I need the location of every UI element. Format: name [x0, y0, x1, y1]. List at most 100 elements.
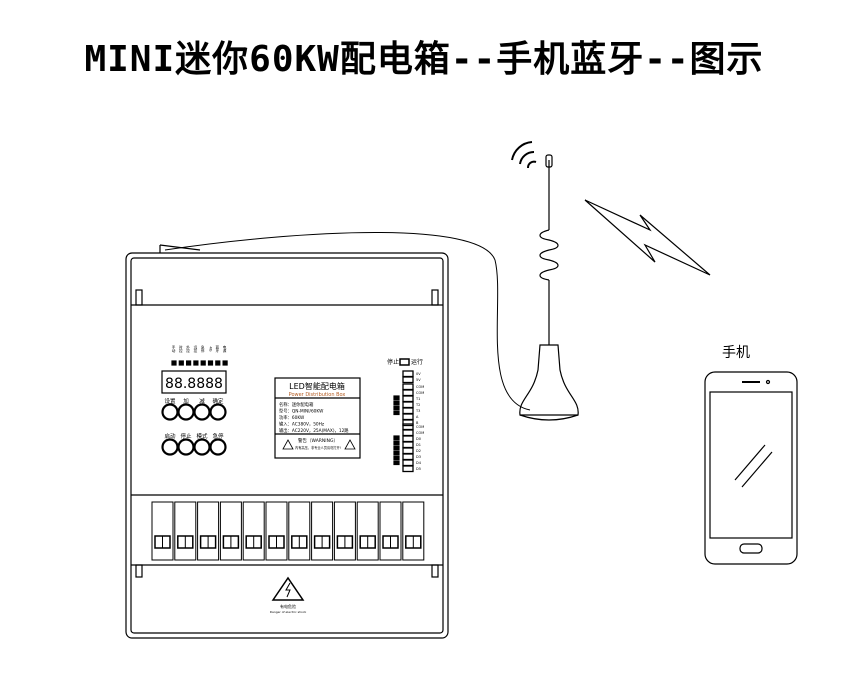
warning-text: 内有高压，非专业人员请勿打开!: [295, 445, 341, 450]
circuit-breakers: [151, 501, 425, 561]
terminal-label: A: [416, 415, 419, 419]
button-label: 启动: [164, 432, 176, 440]
antenna: [519, 154, 579, 421]
terminal-slot: [402, 395, 414, 403]
terminal-slot: [402, 389, 414, 397]
distribution-box: [125, 244, 449, 639]
led-label: 时控: [178, 345, 183, 354]
led-label: 电源: [222, 345, 227, 354]
terminal-label: 5V: [416, 378, 421, 382]
warning-title: 警告（WARNING）: [298, 437, 338, 444]
button-label: 停止: [180, 432, 192, 440]
terminal-slot: [402, 459, 414, 467]
nameplate-line: 输入：AC380V，50Hz: [279, 421, 325, 428]
terminal-slot: [402, 429, 414, 437]
page-title: MINI迷你60KW配电箱--手机蓝牙--图示: [84, 39, 764, 80]
terminal-slot: [402, 447, 414, 455]
panel-button[interactable]: [193, 403, 211, 421]
button-label: 减: [199, 397, 205, 405]
nameplate-line: 功率：60KW: [279, 414, 305, 421]
panel-button[interactable]: [209, 403, 227, 421]
panel-button[interactable]: [177, 438, 195, 456]
panel-button[interactable]: [161, 403, 179, 421]
connector-pin: [393, 435, 400, 441]
breaker: [197, 501, 220, 561]
connector-pin: [393, 450, 400, 456]
led-label: 手动: [171, 345, 176, 354]
led-indicator: [186, 360, 192, 366]
nameplate-line: 型号：QN-MINI/60KW: [279, 408, 324, 415]
breaker: [174, 501, 197, 561]
terminal-slot: [402, 370, 414, 378]
nameplate-line: 名称：迷你配电箱: [279, 401, 314, 408]
terminal-slot: [402, 435, 414, 443]
terminal-label: D1: [416, 443, 421, 447]
hazard-en: Danger of electric shock: [270, 610, 307, 614]
breaker: [242, 501, 265, 561]
connector-pin: [393, 400, 400, 406]
display-value: 88.8888: [165, 376, 223, 392]
breaker: [219, 501, 242, 561]
led-indicator: [207, 360, 214, 366]
digital-display: [161, 370, 227, 394]
connector-pin: [393, 410, 400, 416]
nameplate-title: LED智能配电箱: [289, 381, 345, 391]
panel-button[interactable]: [177, 403, 195, 421]
terminal-label: D5: [416, 467, 421, 471]
hazard-icon: [271, 576, 305, 601]
terminal-label: COM: [416, 431, 424, 435]
nameplate-line: 输出：AC220V，25A(MAX)，12路: [279, 427, 349, 434]
cable: [164, 232, 531, 411]
panel-button[interactable]: [209, 438, 227, 456]
hazard-cn: 有电危险: [280, 603, 296, 609]
terminal-label: T3: [415, 409, 420, 413]
terminal-slot: [402, 407, 414, 415]
terminal-label: COM: [416, 425, 424, 429]
terminal-label: D0: [416, 437, 421, 441]
button-label: 确定: [212, 397, 224, 405]
connector-pin: [393, 440, 400, 446]
switch-stop-label: 停止: [387, 358, 399, 366]
control-buttons: 设置加减确定启动停止模式急停: [161, 397, 227, 456]
led-indicator: [193, 360, 199, 366]
led-indicator: [178, 360, 184, 366]
connector-pin: [393, 455, 400, 461]
led-label: 远控: [193, 345, 198, 354]
phone-label: 手机: [722, 345, 750, 361]
panel-button[interactable]: [161, 438, 179, 456]
led-label: 4G: [209, 346, 213, 351]
breaker: [402, 501, 425, 561]
terminal-label: COM: [416, 391, 424, 395]
terminal-slot: [402, 383, 414, 391]
switch-run-label: 运行: [411, 358, 423, 366]
panel-button[interactable]: [193, 438, 211, 456]
terminal-slot: [402, 453, 414, 461]
terminal-label: D4: [416, 461, 422, 465]
button-label: 急停: [212, 432, 224, 440]
led-indicator: [215, 360, 221, 366]
connector-pin: [393, 405, 400, 411]
breaker: [333, 501, 356, 561]
connector-pin: [393, 445, 400, 451]
terminal-slot: [402, 419, 414, 427]
button-label: 加: [183, 397, 189, 405]
terminal-slot: [402, 465, 414, 473]
terminal-slot: [402, 423, 414, 431]
terminal-label: D3: [416, 455, 421, 459]
terminal-slot: [402, 413, 414, 421]
led-indicator: [200, 360, 206, 366]
breaker: [265, 501, 288, 561]
mobile-phone: [704, 371, 798, 565]
terminal-label: 0V: [416, 372, 421, 376]
led-indicator: [171, 360, 177, 366]
wireless-signal-icon: [511, 141, 537, 169]
terminal-slot: [402, 401, 414, 409]
run-stop-switch[interactable]: [399, 358, 410, 366]
led-label: 蓝牙: [215, 345, 220, 354]
connector-pin: [393, 395, 400, 401]
terminal-label: T2: [415, 403, 420, 407]
led-label: 外控: [185, 345, 190, 354]
nameplate-subtitle: Power Distribution Box: [289, 392, 346, 398]
terminal-label: B: [416, 421, 419, 425]
